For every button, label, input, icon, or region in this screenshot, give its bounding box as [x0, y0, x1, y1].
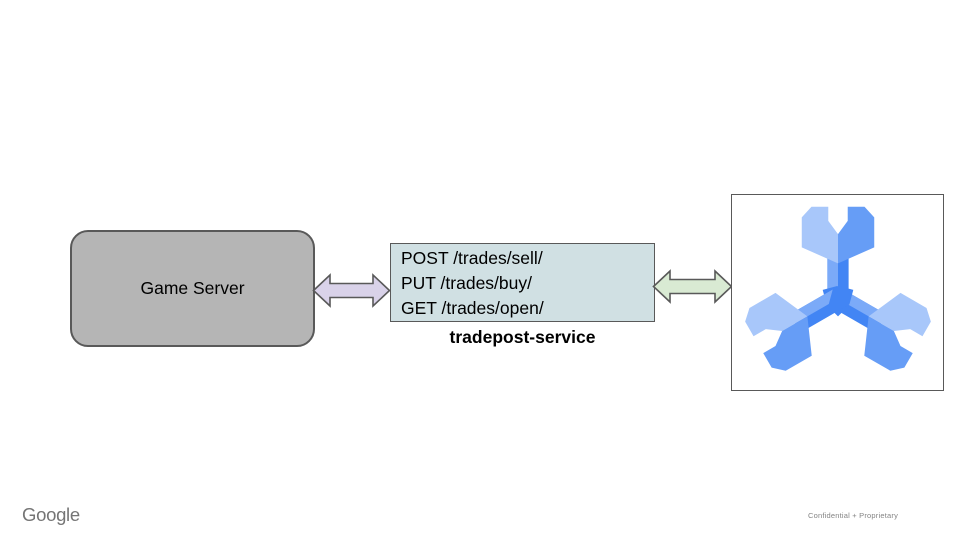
endpoint-get: GET /trades/open/: [401, 298, 544, 318]
cloud-spanner-icon: [739, 206, 936, 377]
service-name-label: tradepost-service: [449, 327, 596, 347]
confidential-label: Confidential + Proprietary: [808, 511, 899, 520]
double-arrow-left-icon: [312, 273, 391, 308]
endpoint-post: POST /trades/sell/: [401, 248, 543, 268]
service-endpoints-box: POST /trades/sell/ PUT /trades/buy/ GET …: [390, 243, 655, 322]
double-arrow-right-icon: [652, 269, 733, 304]
game-server-label: Game Server: [140, 278, 245, 298]
endpoint-put: PUT /trades/buy/: [401, 273, 532, 293]
game-server-box: Game Server: [70, 230, 315, 347]
google-logo: Google: [22, 504, 80, 525]
spanner-container-box: [731, 194, 944, 391]
